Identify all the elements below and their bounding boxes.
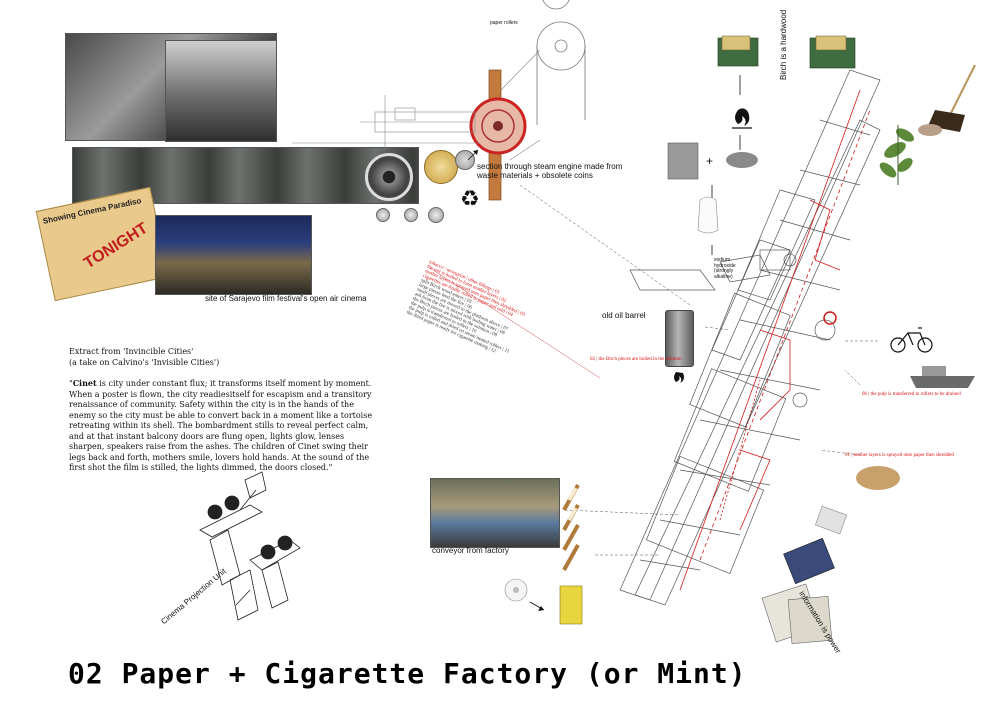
step-06: 06 | the pulp is transferred to rollers …: [862, 392, 961, 397]
coin-icon: [424, 150, 458, 184]
recycle-icon: ♻: [460, 186, 480, 211]
tobacco-pile: [856, 466, 900, 490]
extract-heading: Extract from 'Invincible Cities': [69, 347, 194, 356]
label-oil-barrel: old oil barrel: [602, 311, 646, 320]
ash-pile: [726, 152, 758, 168]
fire-icon: [735, 108, 750, 126]
birch-wood-icon: [717, 35, 759, 67]
extract-lead: Cinet: [72, 378, 97, 388]
extract-subheading: (a take on Calvino's 'Invisible Cities'): [69, 357, 220, 367]
film-reel-icon: [365, 153, 413, 201]
coin-icon: [455, 150, 475, 170]
broom-icon: [928, 64, 976, 132]
label-sarajevo: site of Sarajevo film festival's open ai…: [205, 294, 367, 303]
rolling-paper-icon: [814, 505, 848, 535]
label-paper-rollers: paper rollers: [490, 20, 518, 26]
cigarette-pack-icon: [559, 585, 583, 625]
oil-barrel: [665, 310, 694, 367]
photo-sarajevo-festival: [155, 215, 312, 295]
bicycle-icon: [890, 327, 933, 353]
coin-icon: [376, 208, 390, 222]
photo-conveyor-factory: [430, 478, 560, 548]
label-sodium: sodium hydroxide (strongly alkaline): [714, 257, 736, 280]
cinema-projection-unit: [199, 471, 301, 621]
dust-pile: [918, 124, 942, 136]
coin-icon: [404, 208, 418, 222]
extract-body: is city under constant flux; it transfor…: [69, 379, 373, 472]
factory-section: [619, 69, 881, 606]
red-process-lines: [679, 89, 871, 591]
process-list-rules: [429, 267, 601, 379]
label-steam-engine: section through steam engine made from w…: [477, 162, 623, 180]
paper-rollers: [536, 0, 586, 125]
engine-mechanism: [292, 49, 541, 161]
step-02: 02 | the Birch pieces are boiled in the …: [590, 357, 682, 362]
ash-bag: [667, 142, 699, 180]
leader-lines: [519, 184, 878, 556]
extract-text-block: Extract from 'Invincible Cities' (a take…: [69, 347, 379, 474]
rizla-pack-icon: [783, 537, 835, 585]
fire-icon: [674, 372, 684, 383]
plus-sign: +: [706, 154, 713, 168]
birch-wood-icon: [809, 35, 856, 69]
plant-icon: [879, 125, 915, 185]
red-part: [823, 311, 837, 325]
water-bottle: [697, 196, 719, 234]
coin-icon: [428, 207, 444, 223]
label-conveyor: conveyor from factory: [432, 546, 509, 555]
boat-icon: [910, 366, 975, 388]
step-01: 01 | mother layers is sprayed onto paper…: [845, 453, 954, 458]
newspapers-icon: [761, 583, 833, 644]
extract-paragraph: "Cinet is city under constant flux; it t…: [69, 378, 373, 472]
label-birch: Birch is a hardwood: [779, 9, 788, 80]
photo-street-scene: [165, 40, 277, 142]
cigarette-tips: [567, 486, 578, 522]
page-title: 02 Paper + Cigarette Factory (or Mint): [68, 657, 747, 690]
